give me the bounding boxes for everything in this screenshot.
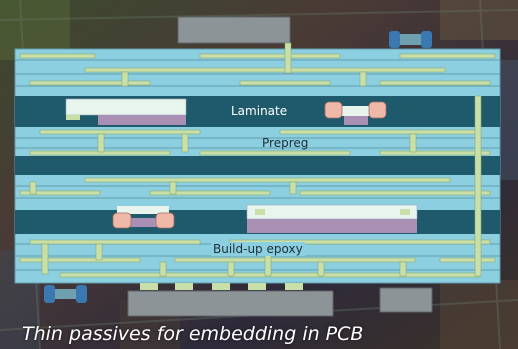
embedded-lower-right-pad-left xyxy=(255,209,265,215)
embedded-small-cap-right xyxy=(368,101,387,119)
laminate-core-2 xyxy=(15,156,500,175)
bottom-left-component-pad-left xyxy=(44,285,55,303)
embedded-lower-left-cavity xyxy=(117,206,169,214)
embedded-lower-cap-right xyxy=(155,212,175,229)
layer-lines xyxy=(15,59,500,271)
top-right-component-pad-left xyxy=(389,31,400,48)
buildup-epoxy-label: Build-up epoxy xyxy=(211,242,305,256)
embedded-lower-left-passive xyxy=(130,218,158,227)
top-right-component-pad-right xyxy=(421,31,432,48)
prepreg-label: Prepreg xyxy=(262,136,309,150)
embedded-small-cavity xyxy=(338,106,374,116)
embedded-passive-left xyxy=(98,115,186,125)
embedded-lower-cap-left xyxy=(112,212,132,229)
embedded-cavity-left xyxy=(65,98,187,116)
bottom-right-chip xyxy=(379,287,433,313)
embedded-lower-right-pad-right xyxy=(400,209,410,215)
bottom-chip xyxy=(127,290,334,317)
embedded-passive-left-pad xyxy=(66,115,80,120)
bottom-chip-bumps xyxy=(140,283,303,290)
figure-caption: Thin passives for embedding in PCB xyxy=(22,323,364,345)
embedded-lower-right-passive xyxy=(247,219,417,233)
top-chip xyxy=(177,16,291,44)
bottom-left-component xyxy=(52,289,80,299)
top-right-component xyxy=(395,34,427,45)
laminate-label: Laminate xyxy=(231,104,288,118)
embedded-lower-right-cavity xyxy=(246,204,418,220)
embedded-small-cap-left xyxy=(324,101,343,119)
embedded-small-passive xyxy=(344,116,368,125)
bottom-left-component-pad-right xyxy=(76,285,87,303)
vias xyxy=(29,42,482,277)
